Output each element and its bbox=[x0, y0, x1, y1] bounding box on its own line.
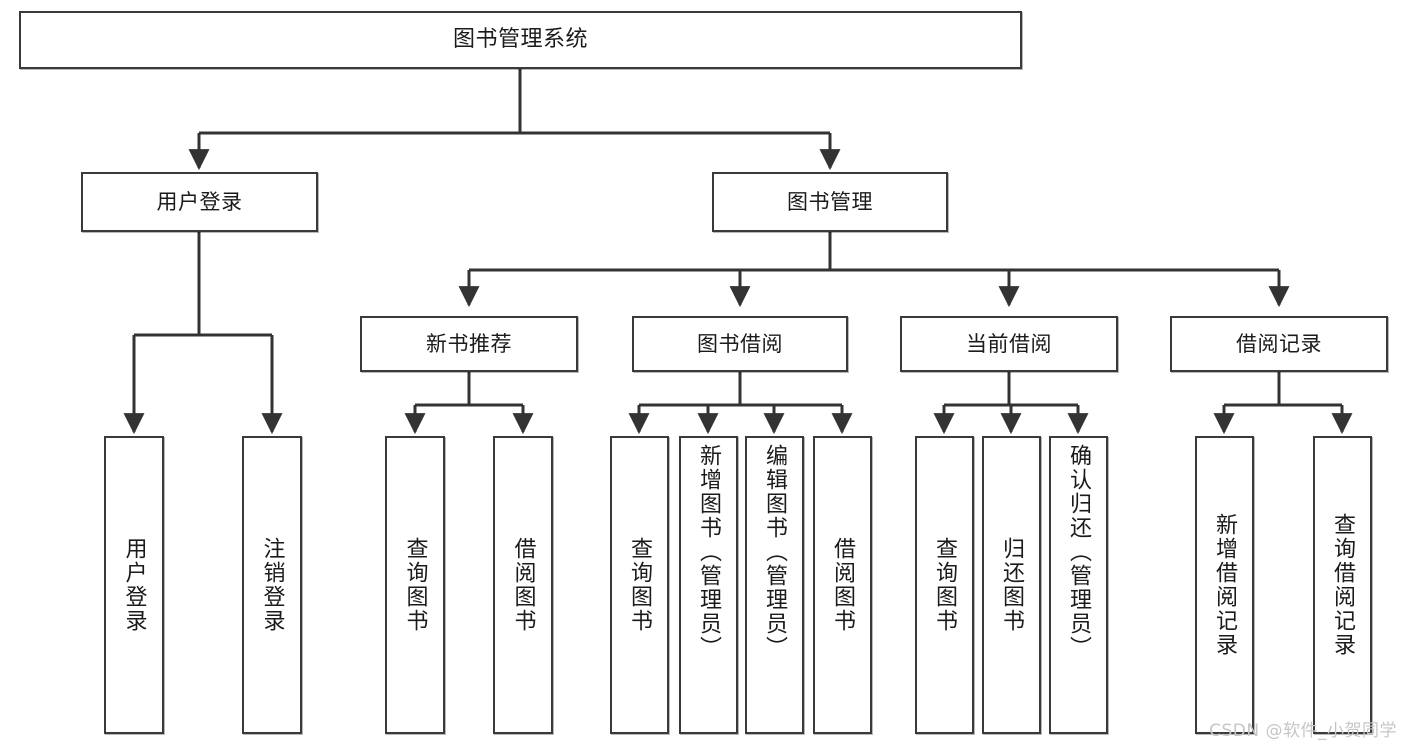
node-leaf-logout-login[interactable]: 注销登录 bbox=[242, 436, 302, 734]
node-root-label: 图书管理系统 bbox=[452, 27, 588, 53]
node-user-login[interactable]: 用户登录 bbox=[81, 172, 318, 232]
node-book-borrow-label: 图书借阅 bbox=[697, 331, 783, 356]
node-leaf-query-borrow-record-label: 查询借阅记录 bbox=[1330, 513, 1356, 657]
csdn-watermark: CSDN @软件_小贺同学 bbox=[1209, 721, 1397, 741]
node-leaf-confirm-return-admin[interactable]: 确认归还（管理员） bbox=[1049, 436, 1108, 734]
node-leaf-user-login[interactable]: 用户登录 bbox=[104, 436, 164, 734]
node-leaf-borrow-book-2-label: 借阅图书 bbox=[830, 537, 856, 633]
node-leaf-query-book-1[interactable]: 查询图书 bbox=[385, 436, 445, 734]
node-leaf-logout-login-label: 注销登录 bbox=[259, 537, 285, 633]
node-leaf-query-borrow-record[interactable]: 查询借阅记录 bbox=[1313, 436, 1372, 734]
node-new-book-recommend[interactable]: 新书推荐 bbox=[360, 316, 578, 372]
node-leaf-add-borrow-record[interactable]: 新增借阅记录 bbox=[1195, 436, 1254, 734]
node-leaf-add-book-admin[interactable]: 新增图书（管理员） bbox=[679, 436, 738, 734]
node-current-borrow[interactable]: 当前借阅 bbox=[900, 316, 1118, 372]
node-leaf-add-book-admin-label: 新增图书（管理员） bbox=[696, 444, 722, 660]
node-current-borrow-label: 当前借阅 bbox=[966, 331, 1052, 356]
node-user-login-label: 用户登录 bbox=[156, 189, 243, 214]
node-leaf-add-borrow-record-label: 新增借阅记录 bbox=[1212, 513, 1238, 657]
node-leaf-confirm-return-admin-label: 确认归还（管理员） bbox=[1066, 444, 1092, 660]
node-leaf-query-book-2[interactable]: 查询图书 bbox=[610, 436, 669, 734]
node-leaf-query-book-1-label: 查询图书 bbox=[402, 537, 428, 633]
node-leaf-borrow-book-2[interactable]: 借阅图书 bbox=[813, 436, 872, 734]
node-leaf-query-book-3[interactable]: 查询图书 bbox=[915, 436, 974, 734]
node-borrow-record[interactable]: 借阅记录 bbox=[1170, 316, 1388, 372]
node-book-borrow[interactable]: 图书借阅 bbox=[632, 316, 848, 372]
node-leaf-user-login-label: 用户登录 bbox=[121, 537, 147, 633]
node-leaf-edit-book-admin[interactable]: 编辑图书（管理员） bbox=[745, 436, 804, 734]
node-leaf-borrow-book-1[interactable]: 借阅图书 bbox=[493, 436, 553, 734]
node-leaf-query-book-2-label: 查询图书 bbox=[627, 537, 653, 633]
node-leaf-return-book-label: 归还图书 bbox=[999, 537, 1025, 633]
node-book-manage[interactable]: 图书管理 bbox=[712, 172, 948, 232]
node-new-book-recommend-label: 新书推荐 bbox=[426, 331, 512, 356]
node-leaf-return-book[interactable]: 归还图书 bbox=[982, 436, 1041, 734]
node-leaf-edit-book-admin-label: 编辑图书（管理员） bbox=[762, 444, 788, 660]
node-leaf-query-book-3-label: 查询图书 bbox=[932, 537, 958, 633]
node-leaf-borrow-book-1-label: 借阅图书 bbox=[510, 537, 536, 633]
node-book-manage-label: 图书管理 bbox=[787, 189, 873, 214]
node-root[interactable]: 图书管理系统 bbox=[19, 11, 1022, 69]
node-borrow-record-label: 借阅记录 bbox=[1236, 331, 1322, 356]
